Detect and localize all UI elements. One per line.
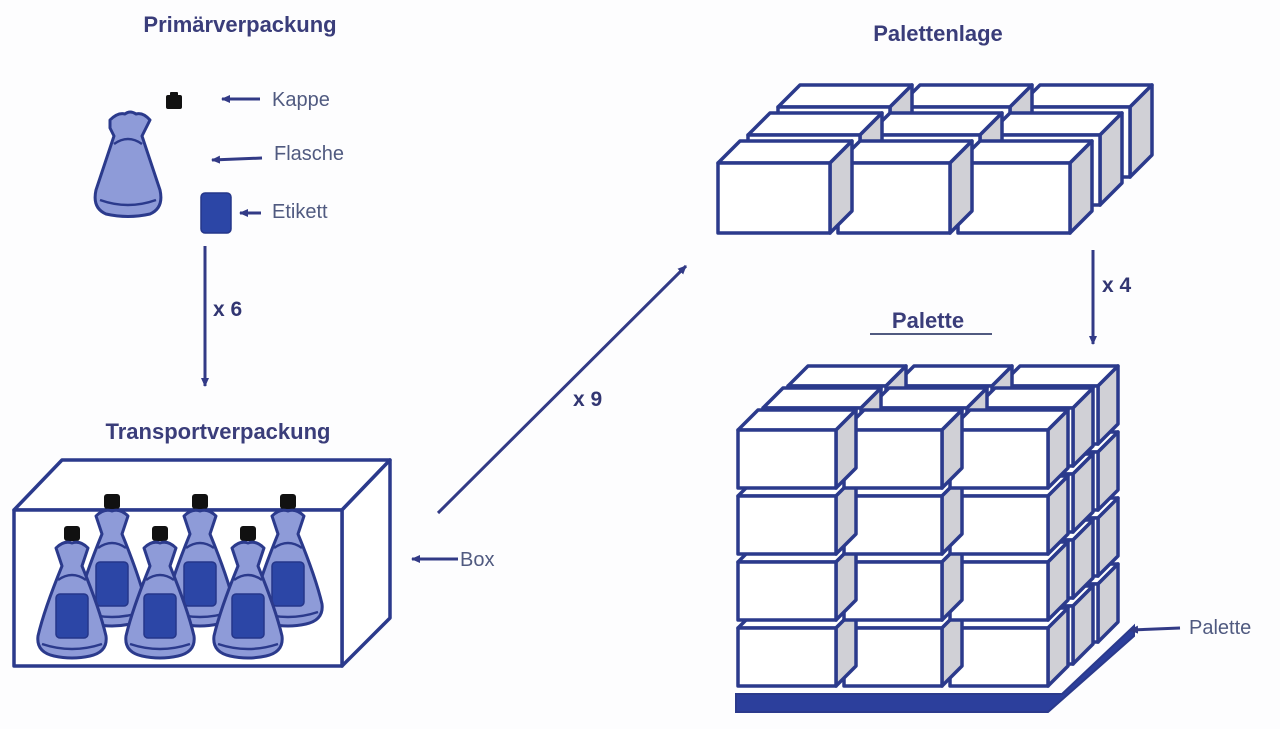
label-icon bbox=[95, 561, 129, 607]
transport-bottles bbox=[36, 494, 324, 660]
primary-packaging-title: Primärverpackung bbox=[143, 12, 336, 37]
arrow-icon bbox=[211, 155, 263, 164]
primary-packaging-section: Primärverpackung Kappe Flasche Etikett bbox=[93, 12, 344, 234]
bottle-icon bbox=[93, 110, 163, 218]
flow-label-x9: x 9 bbox=[573, 388, 602, 411]
arrow-icon bbox=[1129, 625, 1181, 634]
pallet-stack bbox=[735, 364, 1135, 713]
label-icon bbox=[143, 593, 177, 639]
transport-packaging-section: Transportverpackung Box bbox=[12, 419, 494, 668]
flow-label-x6: x 6 bbox=[213, 298, 242, 321]
part-label-kappe: Kappe bbox=[272, 89, 330, 111]
pallet-section: Palette Palette bbox=[735, 308, 1251, 713]
pallet-base-label: Palette bbox=[1189, 617, 1251, 639]
carton-box bbox=[842, 408, 964, 490]
label-icon bbox=[271, 561, 305, 607]
part-label-flasche: Flasche bbox=[274, 143, 344, 165]
pallet-layer-title: Palettenlage bbox=[873, 21, 1003, 46]
cap-icon bbox=[166, 92, 182, 109]
carton-box bbox=[836, 139, 974, 235]
pallet-layer-boxes bbox=[716, 83, 1154, 235]
flow-label-x4: x 4 bbox=[1102, 274, 1132, 297]
pallet-base bbox=[735, 623, 1135, 713]
bottle-icon bbox=[36, 526, 108, 660]
label-icon bbox=[200, 192, 232, 234]
part-label-etikett: Etikett bbox=[272, 201, 328, 223]
pallet-layer-section: Palettenlage bbox=[716, 21, 1154, 235]
bottle-icon bbox=[124, 526, 196, 660]
box-label: Box bbox=[460, 549, 494, 571]
transport-packaging-title: Transportverpackung bbox=[106, 419, 331, 444]
pallet-title: Palette bbox=[892, 308, 964, 333]
flow-arrow-x9 bbox=[436, 264, 688, 515]
label-icon bbox=[183, 561, 217, 607]
carton-box bbox=[736, 408, 858, 490]
carton-box bbox=[956, 139, 1094, 235]
carton-box bbox=[948, 408, 1070, 490]
bottle-icon bbox=[212, 526, 284, 660]
label-icon bbox=[231, 593, 265, 639]
carton-box bbox=[716, 139, 854, 235]
label-icon bbox=[55, 593, 89, 639]
